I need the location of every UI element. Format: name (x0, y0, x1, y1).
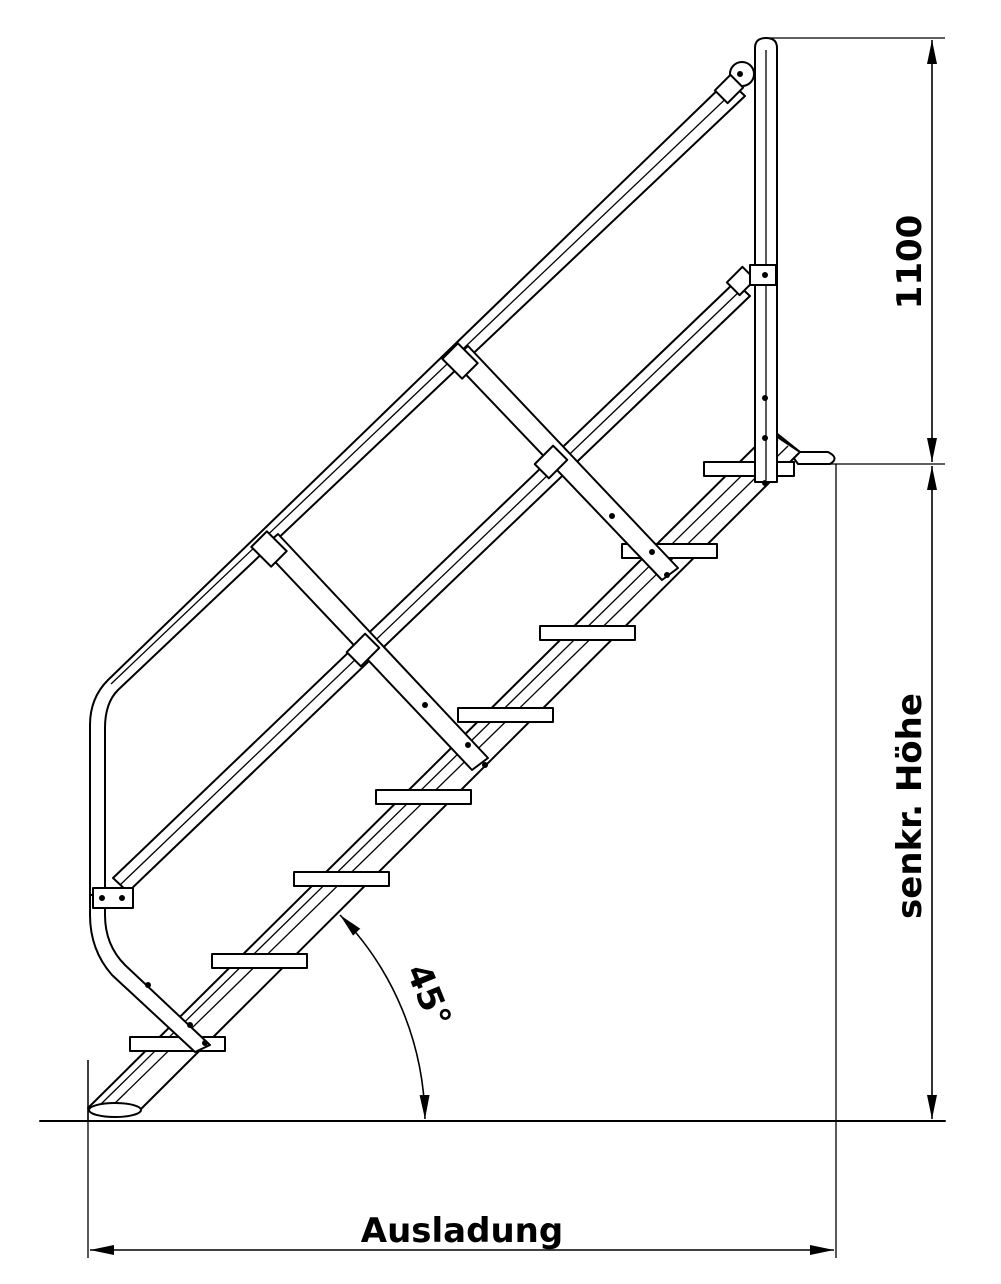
label-1100: 1100 (890, 215, 930, 310)
handrail-lower-support (89, 894, 211, 1053)
rail-clamps (92, 61, 777, 909)
label-projection: Ausladung (361, 1211, 563, 1251)
label-vertical-height: senkr. Höhe (890, 693, 930, 919)
angle-arc (339, 914, 430, 1120)
top-handrail (89, 79, 746, 896)
extension-lines (87, 37, 945, 1258)
vertical-post (754, 37, 778, 486)
